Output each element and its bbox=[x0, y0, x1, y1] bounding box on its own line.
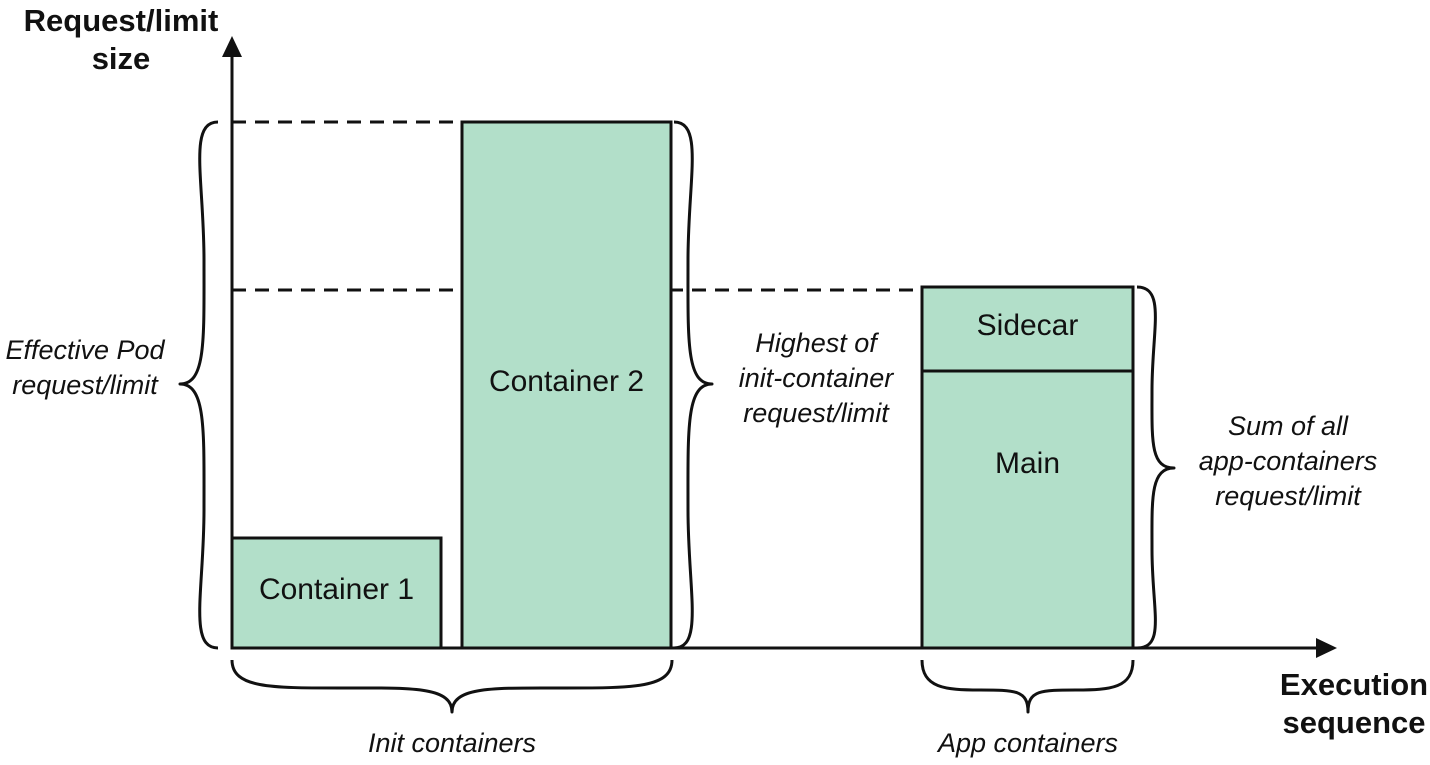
y-axis-title-line-1: Request/limit bbox=[23, 3, 219, 38]
x-axis-title-line-1: Execution bbox=[1279, 667, 1429, 702]
sum-line-3: request/limit bbox=[1215, 481, 1361, 512]
sum-app-annotation: Sum of all app-containers request/limit bbox=[1186, 409, 1390, 514]
sidecar-label: Sidecar bbox=[976, 309, 1079, 342]
app-containers-label: App containers bbox=[937, 728, 1119, 758]
container-2-label: Container 2 bbox=[488, 365, 645, 398]
app-brace bbox=[920, 659, 1135, 714]
highest-init-annotation: Highest of init-container request/limit bbox=[718, 326, 914, 431]
sum-line-1: Sum of all bbox=[1227, 411, 1349, 441]
y-axis-arrowhead bbox=[222, 36, 242, 57]
highest-line-2: init-container bbox=[738, 363, 894, 394]
main-label: Main bbox=[994, 447, 1061, 480]
x-axis-title-line-2: sequence bbox=[1282, 704, 1426, 740]
sum-line-2: app-containers bbox=[1198, 446, 1378, 477]
y-axis-title: Request/limit size bbox=[8, 2, 234, 78]
effective-line-2: request/limit bbox=[12, 370, 158, 401]
sidecar-box bbox=[920, 285, 1135, 373]
main-box bbox=[920, 369, 1135, 650]
sum-brace bbox=[1136, 285, 1176, 650]
x-axis-arrowhead bbox=[1316, 638, 1337, 658]
init-brace bbox=[230, 659, 674, 714]
highest-line-1: Highest of bbox=[755, 328, 877, 358]
effective-pod-annotation: Effective Pod request/limit bbox=[0, 333, 170, 403]
y-axis-title-line-2: size bbox=[91, 40, 151, 76]
x-axis-title: Execution sequence bbox=[1270, 666, 1430, 742]
container-1-label: Container 1 bbox=[258, 573, 415, 606]
init-containers-label: Init containers bbox=[367, 728, 537, 758]
highest-line-3: request/limit bbox=[743, 398, 889, 429]
highest-brace bbox=[673, 120, 714, 650]
container-1-box bbox=[230, 536, 443, 650]
effective-line-1: Effective Pod bbox=[5, 335, 165, 365]
effective-brace bbox=[178, 120, 219, 650]
